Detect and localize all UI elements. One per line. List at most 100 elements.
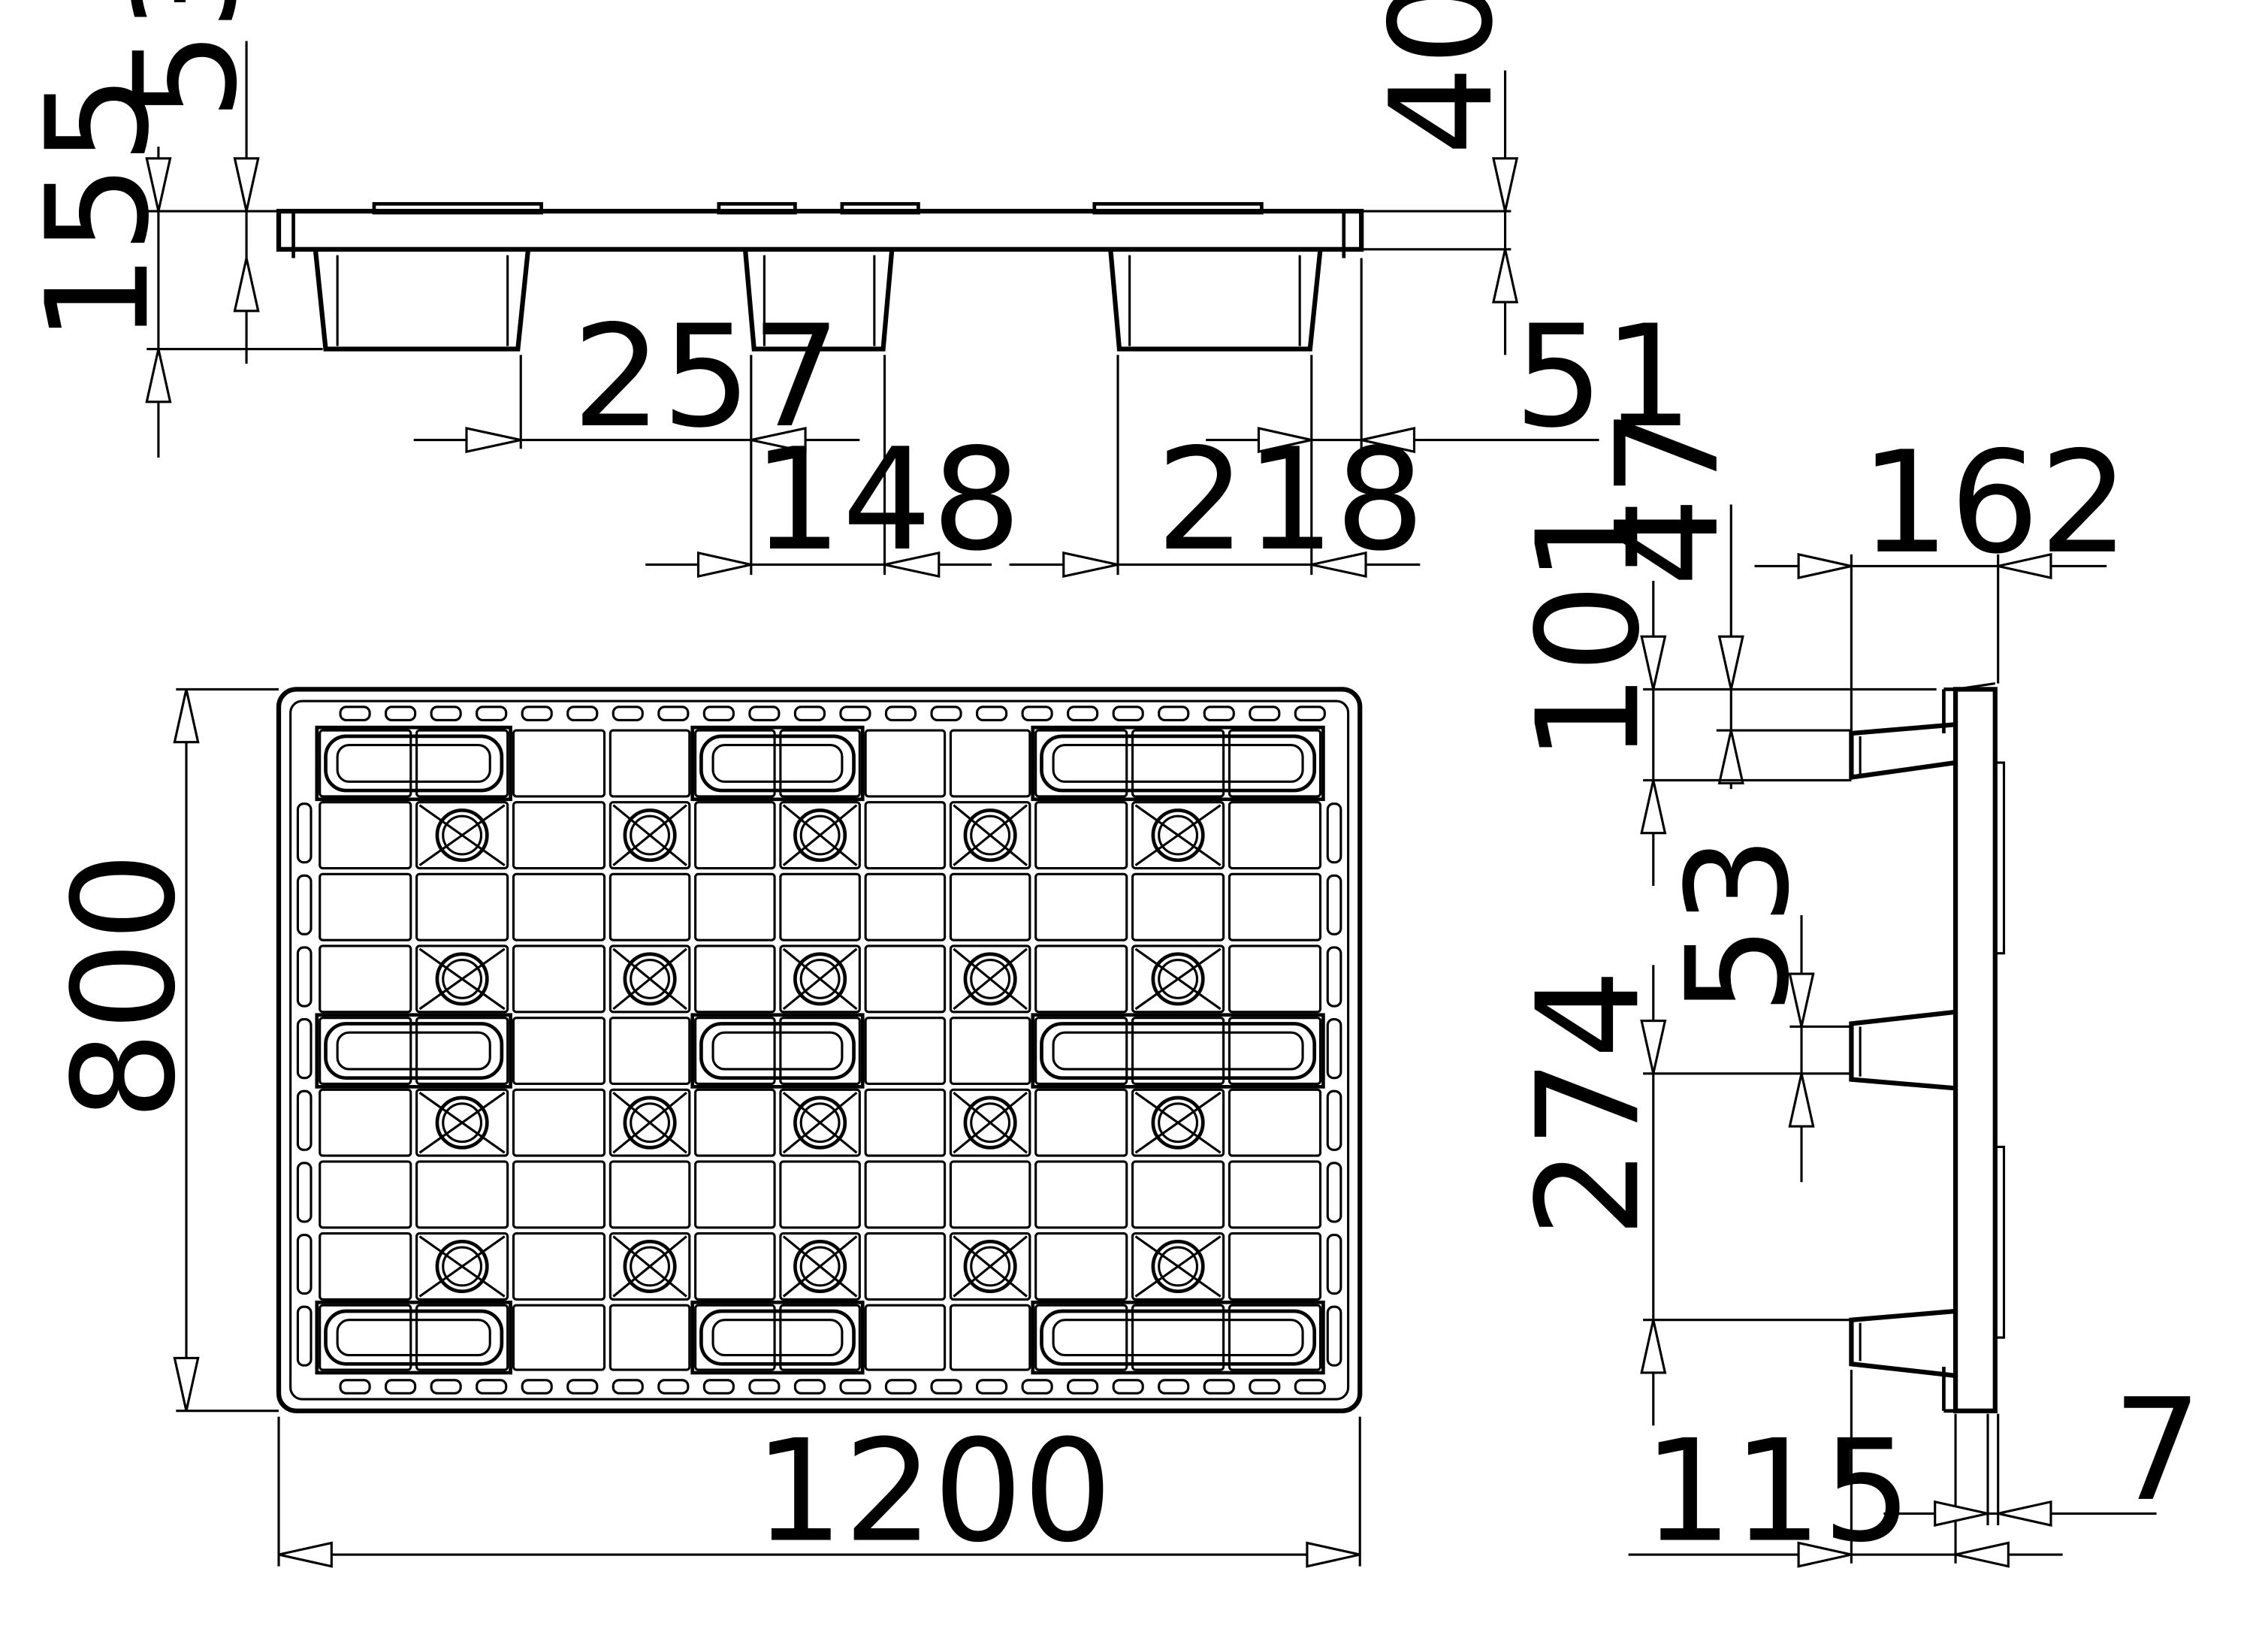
perimeter-slot	[975, 1379, 1008, 1395]
side-slot	[1326, 1018, 1342, 1080]
grid-cell	[949, 729, 1031, 798]
grid-cell	[1034, 872, 1128, 941]
dim-274: 274	[1507, 969, 1671, 1238]
connector-ring	[793, 952, 847, 1006]
side-slot	[296, 874, 313, 935]
side-slot	[1326, 946, 1342, 1008]
grid-cell	[1131, 1231, 1225, 1301]
rib-diag	[953, 947, 1028, 1011]
grid-cell	[319, 1017, 412, 1086]
perimeter-slot	[1021, 706, 1053, 721]
handle-inner	[1052, 1319, 1304, 1357]
grid-cell	[319, 872, 412, 941]
perimeter-slot	[930, 706, 962, 721]
perimeter-slot	[839, 706, 871, 721]
connector-ring-inner	[970, 1102, 1011, 1144]
connector-ring-inner	[799, 814, 841, 856]
grid-cell	[949, 1231, 1031, 1301]
perimeter-slot	[476, 1379, 508, 1395]
rib-diag	[418, 1235, 506, 1298]
perimeter-slot	[566, 706, 599, 721]
deck-grid	[319, 729, 1322, 1371]
grid-cell	[779, 1017, 861, 1086]
grid-cell	[415, 1088, 509, 1157]
connector-ring-inner	[630, 1102, 671, 1144]
handle-slot	[1040, 1309, 1317, 1366]
side-slot	[1326, 1162, 1342, 1223]
grid-cell	[1034, 729, 1128, 798]
grid-cell	[1131, 1017, 1225, 1086]
grid-cell	[1228, 1088, 1322, 1157]
rib-diag	[612, 1235, 687, 1298]
grid-cell	[512, 1088, 606, 1157]
grid-cell	[319, 1231, 412, 1301]
grid-cell	[415, 1160, 509, 1229]
foot-mid	[742, 249, 895, 352]
grid-cell	[779, 1231, 861, 1301]
handle-slot	[699, 734, 856, 793]
connector-ring-inner	[1158, 958, 1199, 999]
grid-cell	[864, 872, 947, 941]
connector-ring	[435, 1095, 489, 1150]
perimeter-slot	[793, 1379, 826, 1395]
perimeter-slot	[430, 706, 462, 721]
side-slot	[1326, 1089, 1342, 1151]
connector-ring	[963, 808, 1017, 863]
grid-cell	[415, 944, 509, 1014]
perimeter-slot	[1203, 706, 1235, 721]
deck-outline	[276, 208, 1364, 252]
rib-diag	[612, 1091, 687, 1154]
connector-ring-inner	[1158, 1102, 1199, 1144]
side-foot-bottom	[1849, 1308, 1956, 1378]
grid-cell	[779, 801, 861, 870]
grid-cell	[864, 1017, 947, 1086]
side-slot	[296, 946, 313, 1008]
connector-ring	[1151, 808, 1205, 863]
grid-cell	[694, 801, 776, 870]
grid-cell	[1228, 729, 1322, 798]
grid-cell	[864, 1231, 947, 1301]
perimeter-slot	[748, 706, 781, 721]
grid-cell	[779, 1088, 861, 1157]
connector-ring-inner	[442, 1102, 483, 1144]
grid-cell	[512, 1160, 606, 1229]
foot-right	[1108, 249, 1323, 352]
block-frame	[315, 1300, 512, 1375]
dim-218: 218	[1156, 419, 1425, 582]
grid-cell	[864, 944, 947, 1014]
dim-257: 257	[572, 295, 841, 459]
dim-47: 47	[1587, 407, 1750, 586]
handle-inner	[1052, 1031, 1304, 1071]
handle-inner	[711, 744, 844, 783]
grid-cell	[319, 1160, 412, 1229]
grid-cell	[1131, 1304, 1225, 1371]
perimeter-slot	[1067, 706, 1099, 721]
foot-left	[313, 249, 531, 352]
grid-cell	[694, 1017, 776, 1086]
connector-ring	[793, 808, 847, 863]
dim-101: 101	[1507, 494, 1671, 763]
grid-cell	[609, 1304, 691, 1371]
perimeter-slot	[884, 1379, 917, 1395]
dim-7: 7	[2112, 1369, 2202, 1533]
grid-cell	[1228, 1304, 1322, 1371]
connector-ring	[963, 1095, 1017, 1150]
handle-slot	[1040, 734, 1317, 793]
perimeter-slot	[521, 1379, 553, 1395]
grid-cell	[512, 1304, 606, 1371]
rib-diag	[953, 1091, 1028, 1154]
grid-cell	[864, 1304, 947, 1371]
perimeter-slot	[1021, 1379, 1053, 1395]
grid-cell	[1131, 944, 1225, 1014]
grid-cell	[319, 801, 412, 870]
connector-ring	[963, 952, 1017, 1006]
handle-slot	[324, 1309, 504, 1366]
perimeter-slot	[612, 706, 644, 721]
plan-view: 800 1200	[43, 687, 1363, 1574]
grid-cell	[694, 1304, 776, 1371]
perimeter-slot	[1249, 706, 1281, 721]
handle-inner	[336, 1031, 491, 1071]
grid-cell	[694, 944, 776, 1014]
dim-1200-length: 1200	[754, 1410, 1113, 1574]
pallet-outline	[276, 687, 1363, 1413]
